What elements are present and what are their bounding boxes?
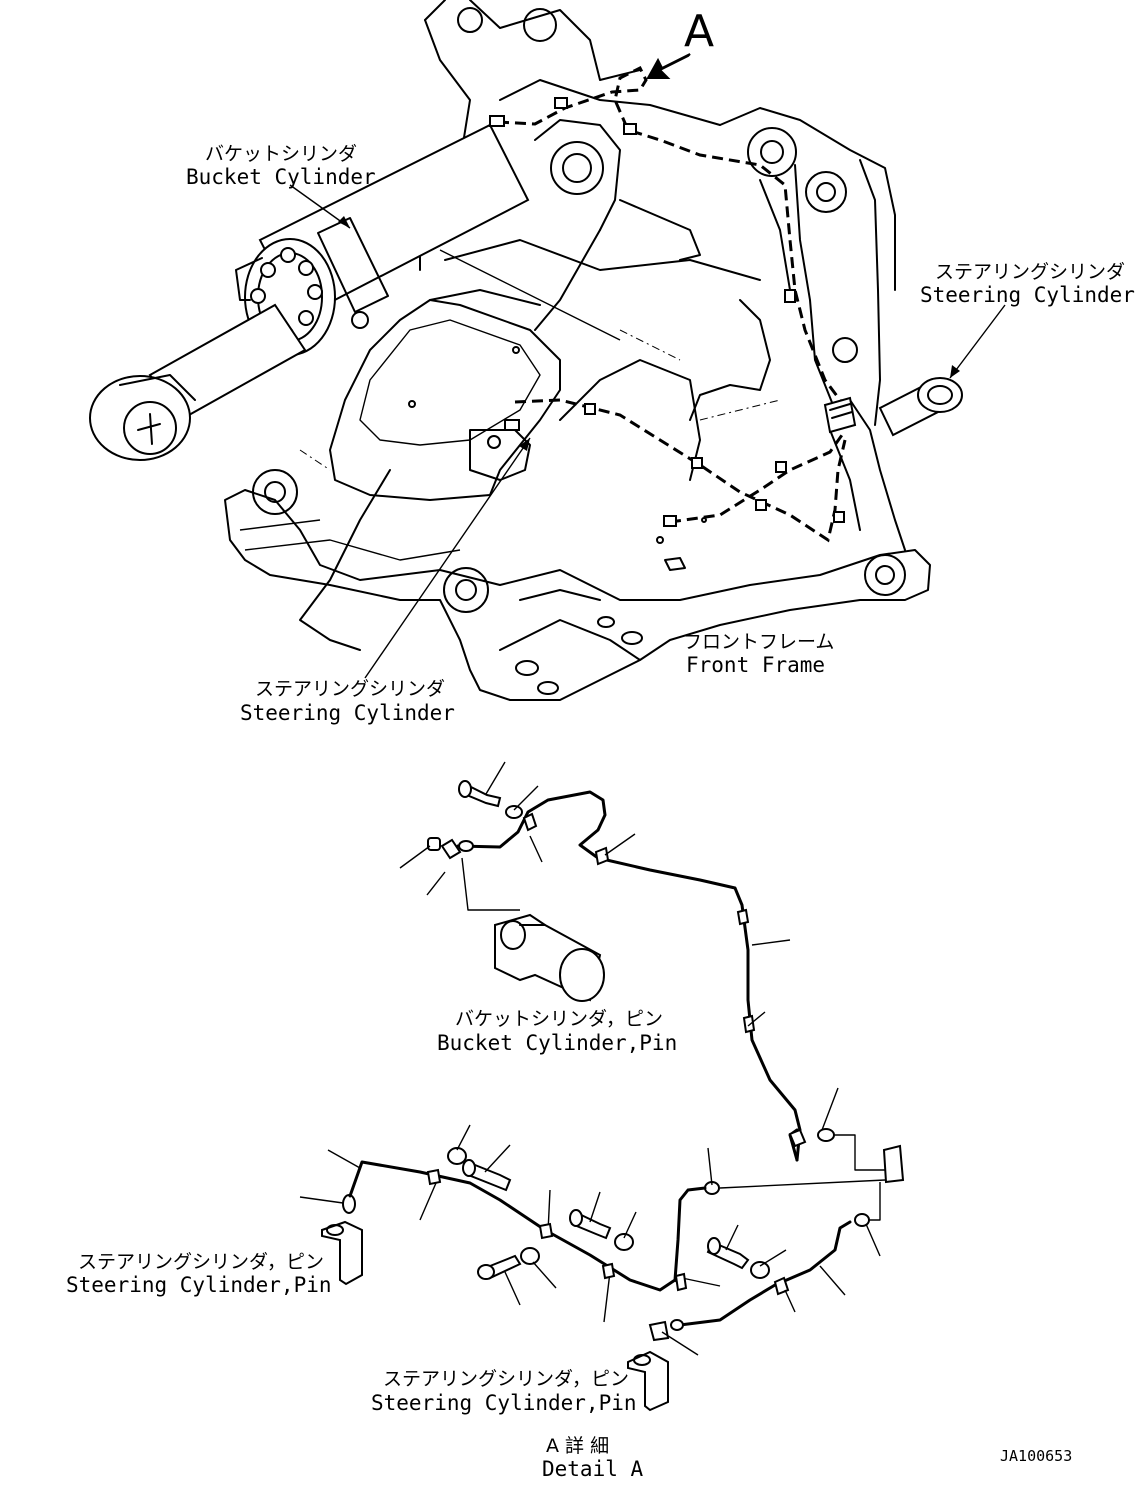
label-front-frame-en: Front Frame: [686, 653, 825, 677]
drawing-code: JA100653: [1000, 1447, 1072, 1465]
view-marker-label: A: [684, 6, 714, 57]
bucket-cylinder-pin: [494, 913, 605, 1002]
label-steering-cylinder-right: ステアリングシリンダ Steering Cylinder: [920, 261, 1135, 307]
label-steering-cylinder-pin-left-en: Steering Cylinder,Pin: [66, 1273, 332, 1297]
label-detail-a-en: Detail A: [542, 1457, 644, 1481]
label-detail-a: A 詳 細 Detail A: [542, 1435, 644, 1481]
label-bucket-cylinder: バケットシリンダ Bucket Cylinder: [186, 143, 376, 189]
detail-a-view: [299, 761, 905, 1412]
label-steering-cylinder-right-en: Steering Cylinder: [920, 283, 1135, 307]
label-steering-cylinder-pin-bottom: ステアリングシリンダ，ピン Steering Cylinder,Pin: [371, 1368, 637, 1415]
bottom-steering-cylinder-pin: [627, 1320, 699, 1412]
label-steering-cylinder-pin-left: ステアリングシリンダ，ピン Steering Cylinder,Pin: [66, 1251, 332, 1297]
label-steering-cylinder-left: ステアリングシリンダ Steering Cylinder: [240, 678, 455, 725]
label-front-frame-jp: フロントフレーム: [683, 631, 834, 653]
label-steering-cylinder-pin-bottom-en: Steering Cylinder,Pin: [371, 1391, 637, 1415]
label-front-frame: フロントフレーム Front Frame: [683, 631, 834, 677]
label-detail-a-jp: A 詳 細: [546, 1435, 609, 1457]
label-steering-cylinder-left-en: Steering Cylinder: [240, 701, 455, 725]
view-a-marker: A: [646, 6, 714, 79]
right-steering-cylinder-body: [878, 377, 963, 437]
label-steering-cylinder-pin-bottom-jp: ステアリングシリンダ，ピン: [383, 1368, 629, 1390]
label-bucket-cylinder-pin-jp: バケットシリンダ，ピン: [455, 1008, 663, 1030]
right-manifold: [704, 1087, 905, 1257]
front-frame-view: [89, 0, 963, 701]
label-bucket-cylinder-jp: バケットシリンダ: [205, 143, 357, 165]
label-bucket-cylinder-pin-en: Bucket Cylinder,Pin: [437, 1031, 677, 1055]
leader-steering-cylinder-right: [949, 304, 1006, 379]
leader-steering-cylinder-left: [364, 437, 531, 679]
label-steering-cylinder-right-jp: ステアリングシリンダ: [935, 261, 1125, 283]
label-bucket-cylinder-pin: バケットシリンダ，ピン Bucket Cylinder,Pin: [437, 1008, 677, 1055]
label-steering-cylinder-left-jp: ステアリングシリンダ: [255, 678, 445, 700]
bucket-cylinder-body: [89, 123, 530, 461]
label-steering-cylinder-pin-left-jp: ステアリングシリンダ，ピン: [78, 1251, 324, 1273]
label-bucket-cylinder-en: Bucket Cylinder: [186, 165, 376, 189]
